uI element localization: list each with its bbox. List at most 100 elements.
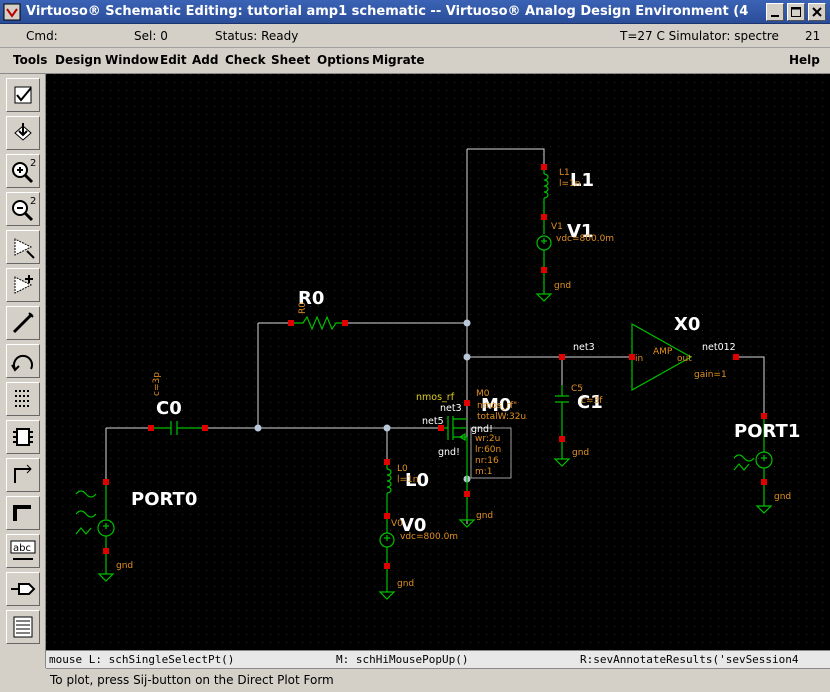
label-amp-in: in xyxy=(635,354,643,364)
label-M0-nr: nr:16 xyxy=(475,456,499,466)
label-amp: AMP xyxy=(653,347,673,357)
svg-text:abc: abc xyxy=(13,543,31,554)
label-C0: C0 xyxy=(156,398,182,419)
wire-narrow-button[interactable] xyxy=(6,458,40,492)
pin-button[interactable] xyxy=(6,420,40,454)
wire-narrow-icon xyxy=(14,464,32,483)
label-PORT0: PORT0 xyxy=(131,489,197,510)
wire-junctions xyxy=(254,319,471,483)
minimize-button[interactable] xyxy=(766,3,784,21)
label-net012: net012 xyxy=(702,342,736,353)
label-L1-param: l=1n xyxy=(559,179,580,189)
label-C1-param: c=3f xyxy=(581,396,603,406)
label-M0-small: M0 xyxy=(476,389,490,399)
app-icon xyxy=(3,3,21,21)
zoom-in-button[interactable]: 2 xyxy=(6,154,40,188)
maximize-button[interactable] xyxy=(787,3,805,21)
menu-check[interactable]: Check xyxy=(225,53,266,67)
label-X0: X0 xyxy=(674,314,700,335)
property-icon xyxy=(13,616,33,638)
wire-wide-icon xyxy=(13,505,31,521)
title-bar: Virtuoso® Schematic Editing: tutorial am… xyxy=(0,0,830,24)
close-button[interactable] xyxy=(808,3,826,21)
label-M0-net3: net3 xyxy=(440,403,462,414)
copy-icon xyxy=(14,275,33,294)
property-button[interactable] xyxy=(6,610,40,644)
menu-design[interactable]: Design xyxy=(55,53,102,67)
wire-button[interactable] xyxy=(6,306,40,340)
save-button[interactable] xyxy=(6,116,40,150)
label-PORT1: PORT1 xyxy=(734,421,800,442)
label-V0-small: V0 xyxy=(391,519,403,529)
label-M0-gnd2: gnd! xyxy=(438,447,460,458)
components xyxy=(75,167,773,600)
label-L1: L1 xyxy=(570,170,594,191)
selection-count: Sel: 0 xyxy=(134,29,168,43)
ready-status: Status: Ready xyxy=(215,29,299,43)
check-save-icon xyxy=(14,86,32,104)
mouse-right-binding: R:sevAnnotateResults('sevSession4 xyxy=(580,653,799,666)
mouse-binding-bar: mouse L: schSingleSelectPt() M: schHiMou… xyxy=(46,650,830,668)
svg-text:2: 2 xyxy=(30,196,36,207)
menu-migrate[interactable]: Migrate xyxy=(372,53,425,67)
label-button[interactable]: abc xyxy=(6,534,40,568)
pin-add-icon xyxy=(11,583,36,595)
label-L0-param: l=1n xyxy=(397,475,418,485)
mouse-left-binding: mouse L: schSingleSelectPt() xyxy=(49,653,235,666)
label-M0-wr: wr:2u xyxy=(475,434,500,444)
label-V0-gnd: gnd xyxy=(397,579,414,589)
copy-button[interactable] xyxy=(6,268,40,302)
label-V0: V0 xyxy=(400,515,426,536)
maximize-icon xyxy=(791,7,801,17)
label-gain: gain=1 xyxy=(694,370,727,380)
label-M0-total: totalW:32u xyxy=(477,412,526,422)
label-M0-net5: net5 xyxy=(422,416,444,427)
stretch-button[interactable] xyxy=(6,230,40,264)
pins xyxy=(103,164,767,569)
save-icon xyxy=(14,123,32,141)
label-M0-gnd3: gnd xyxy=(476,511,493,521)
label-amp-out: out xyxy=(677,354,692,364)
label-V1: V1 xyxy=(567,221,593,242)
label-M0-model2: nmos_rf" xyxy=(477,401,517,411)
prompt-text: To plot, press Sij-button on the Direct … xyxy=(50,673,334,687)
simulator-status: T=27 C Simulator: spectre xyxy=(620,29,779,43)
label-net3: net3 xyxy=(573,342,595,353)
label-M0-lr: lr:60n xyxy=(475,445,501,455)
menu-options[interactable]: Options xyxy=(317,53,370,67)
label-M0: M0 xyxy=(481,395,511,416)
prompt-bar: To plot, press Sij-button on the Direct … xyxy=(46,668,830,692)
label-R0: R0 xyxy=(298,288,324,309)
menu-sheet[interactable]: Sheet xyxy=(271,53,311,67)
menu-window[interactable]: Window xyxy=(105,53,159,67)
check-save-button[interactable] xyxy=(6,78,40,112)
menu-help[interactable]: Help xyxy=(789,53,820,67)
zoom-in-icon: 2 xyxy=(12,158,36,184)
label-M0-model: nmos_rf xyxy=(416,392,455,403)
undo-button[interactable] xyxy=(6,344,40,378)
cmd-status: Cmd: xyxy=(26,29,58,43)
schematic-canvas[interactable]: L1 V1 R0 X0 C0 C1 M0 PORT1 L0 PORT0 V0 L… xyxy=(46,74,830,650)
menu-add[interactable]: Add xyxy=(192,53,219,67)
close-icon xyxy=(812,7,822,17)
undo-icon xyxy=(11,354,33,372)
tool-palette: 2 2 abc xyxy=(0,74,46,668)
instance-button[interactable] xyxy=(6,382,40,416)
minimize-icon xyxy=(771,15,779,17)
pin-add-button[interactable] xyxy=(6,572,40,606)
label-V1-param: vdc=800.0m xyxy=(556,234,614,244)
window-title: Virtuoso® Schematic Editing: tutorial am… xyxy=(26,4,749,19)
label-L0: L0 xyxy=(405,470,429,491)
wire-wide-button[interactable] xyxy=(6,496,40,530)
label-PORT1-gnd: gnd xyxy=(774,492,791,502)
label-icon: abc xyxy=(10,540,36,560)
label-M0-gnd1: gnd! xyxy=(471,424,493,435)
menu-edit[interactable]: Edit xyxy=(160,53,187,67)
label-V0-param: vdc=800.0m xyxy=(400,532,458,542)
menu-tools[interactable]: Tools xyxy=(13,53,48,67)
wire-icon xyxy=(12,312,34,334)
label-V1-small: V1 xyxy=(551,222,563,232)
label-PORT0-gnd: gnd xyxy=(116,561,133,571)
zoom-out-button[interactable]: 2 xyxy=(6,192,40,226)
label-L0-small: L0 xyxy=(397,464,408,474)
